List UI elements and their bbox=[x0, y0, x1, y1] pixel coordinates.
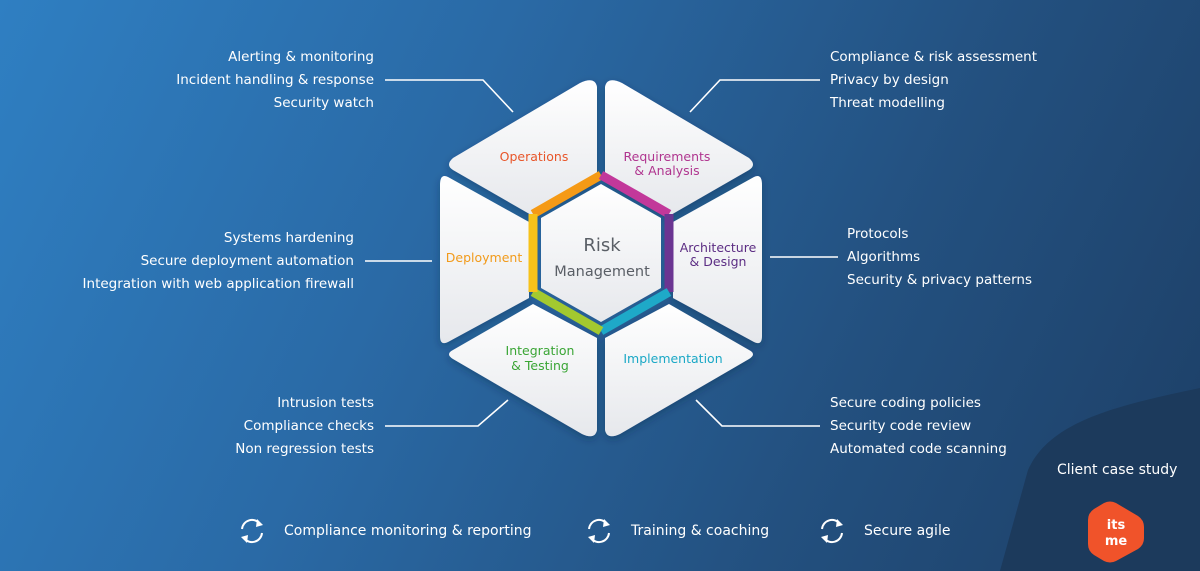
list-architecture: Protocols Algorithms Security & privacy … bbox=[847, 223, 1032, 292]
case-study-label[interactable]: Client case study bbox=[1057, 462, 1178, 478]
list-item: Alerting & monitoring bbox=[228, 49, 374, 65]
connector-implementation bbox=[695, 399, 820, 427]
list-requirements: Compliance & risk assessment Privacy by … bbox=[830, 46, 1037, 115]
itsme-logo-line1: its bbox=[1107, 518, 1126, 533]
list-item: Privacy by design bbox=[830, 72, 949, 88]
list-item: Secure deployment automation bbox=[140, 253, 354, 269]
cycle-icon bbox=[588, 518, 610, 544]
label-deployment: Deployment bbox=[446, 250, 523, 265]
center-title: Risk bbox=[583, 235, 621, 256]
list-item: Non regression tests bbox=[235, 441, 374, 457]
list-item: Security watch bbox=[273, 95, 374, 111]
label-operations: Operations bbox=[500, 149, 569, 164]
itsme-logo-line2: me bbox=[1105, 534, 1128, 549]
label-requirements-line1: Requirements bbox=[624, 149, 711, 164]
footer-item-training: Training & coaching bbox=[583, 516, 769, 546]
label-integration-line1: Integration bbox=[506, 343, 575, 358]
center-hexagon[interactable] bbox=[541, 184, 661, 322]
list-item: Secure coding policies bbox=[830, 395, 981, 411]
ring-edge-integration bbox=[530, 288, 604, 335]
ring-edge-implementation bbox=[598, 288, 672, 335]
list-implementation: Secure coding policies Security code rev… bbox=[830, 392, 1007, 461]
connector-operations bbox=[385, 79, 514, 113]
list-item: Systems hardening bbox=[223, 230, 354, 246]
list-item: Threat modelling bbox=[830, 95, 945, 111]
case-study-panel bbox=[1000, 388, 1200, 571]
segment-deployment[interactable] bbox=[440, 176, 529, 344]
footer-label: Compliance monitoring & reporting bbox=[284, 523, 532, 539]
footer-label: Training & coaching bbox=[631, 523, 770, 539]
list-integration: Intrusion tests Compliance checks Non re… bbox=[235, 392, 374, 461]
list-item: Integration with web application firewal… bbox=[82, 276, 354, 292]
itsme-logo-shape bbox=[1088, 501, 1144, 563]
center-subtitle: Management bbox=[554, 264, 650, 280]
list-item: Algorithms bbox=[847, 249, 921, 265]
list-operations: Alerting & monitoring Incident handling … bbox=[176, 46, 374, 115]
label-integration-line2: & Testing bbox=[511, 358, 569, 373]
label-architecture-line2: & Design bbox=[690, 254, 747, 269]
list-item: Protocols bbox=[847, 226, 909, 242]
list-item: Incident handling & response bbox=[176, 72, 374, 88]
label-architecture-line1: Architecture bbox=[680, 240, 757, 255]
footer-label: Secure agile bbox=[864, 523, 951, 539]
segment-implementation[interactable] bbox=[605, 304, 753, 437]
list-item: Compliance & risk assessment bbox=[830, 49, 1038, 65]
list-deployment: Systems hardening Secure deployment auto… bbox=[83, 227, 354, 296]
segment-architecture[interactable] bbox=[673, 176, 762, 344]
ring-edge-requirements bbox=[598, 171, 672, 218]
list-item: Security code review bbox=[830, 418, 972, 434]
segment-operations[interactable] bbox=[449, 80, 597, 217]
footer-item-secure-agile: Secure agile bbox=[816, 516, 950, 546]
list-item: Intrusion tests bbox=[277, 395, 374, 411]
itsme-logo[interactable]: its me bbox=[1088, 501, 1144, 563]
connector-integration bbox=[385, 399, 509, 427]
segment-requirements[interactable] bbox=[605, 80, 753, 217]
footer-item-compliance: Compliance monitoring & reporting bbox=[236, 516, 532, 546]
list-item: Automated code scanning bbox=[830, 441, 1007, 457]
connector-requirements bbox=[689, 79, 820, 113]
ring-edge-operations bbox=[530, 171, 604, 218]
list-item: Security & privacy patterns bbox=[847, 272, 1033, 288]
segment-integration[interactable] bbox=[449, 304, 597, 437]
label-requirements-line2: & Analysis bbox=[634, 163, 699, 178]
label-implementation: Implementation bbox=[623, 351, 722, 366]
list-item: Compliance checks bbox=[243, 418, 374, 434]
cycle-icon bbox=[241, 518, 263, 544]
cycle-icon bbox=[821, 518, 843, 544]
